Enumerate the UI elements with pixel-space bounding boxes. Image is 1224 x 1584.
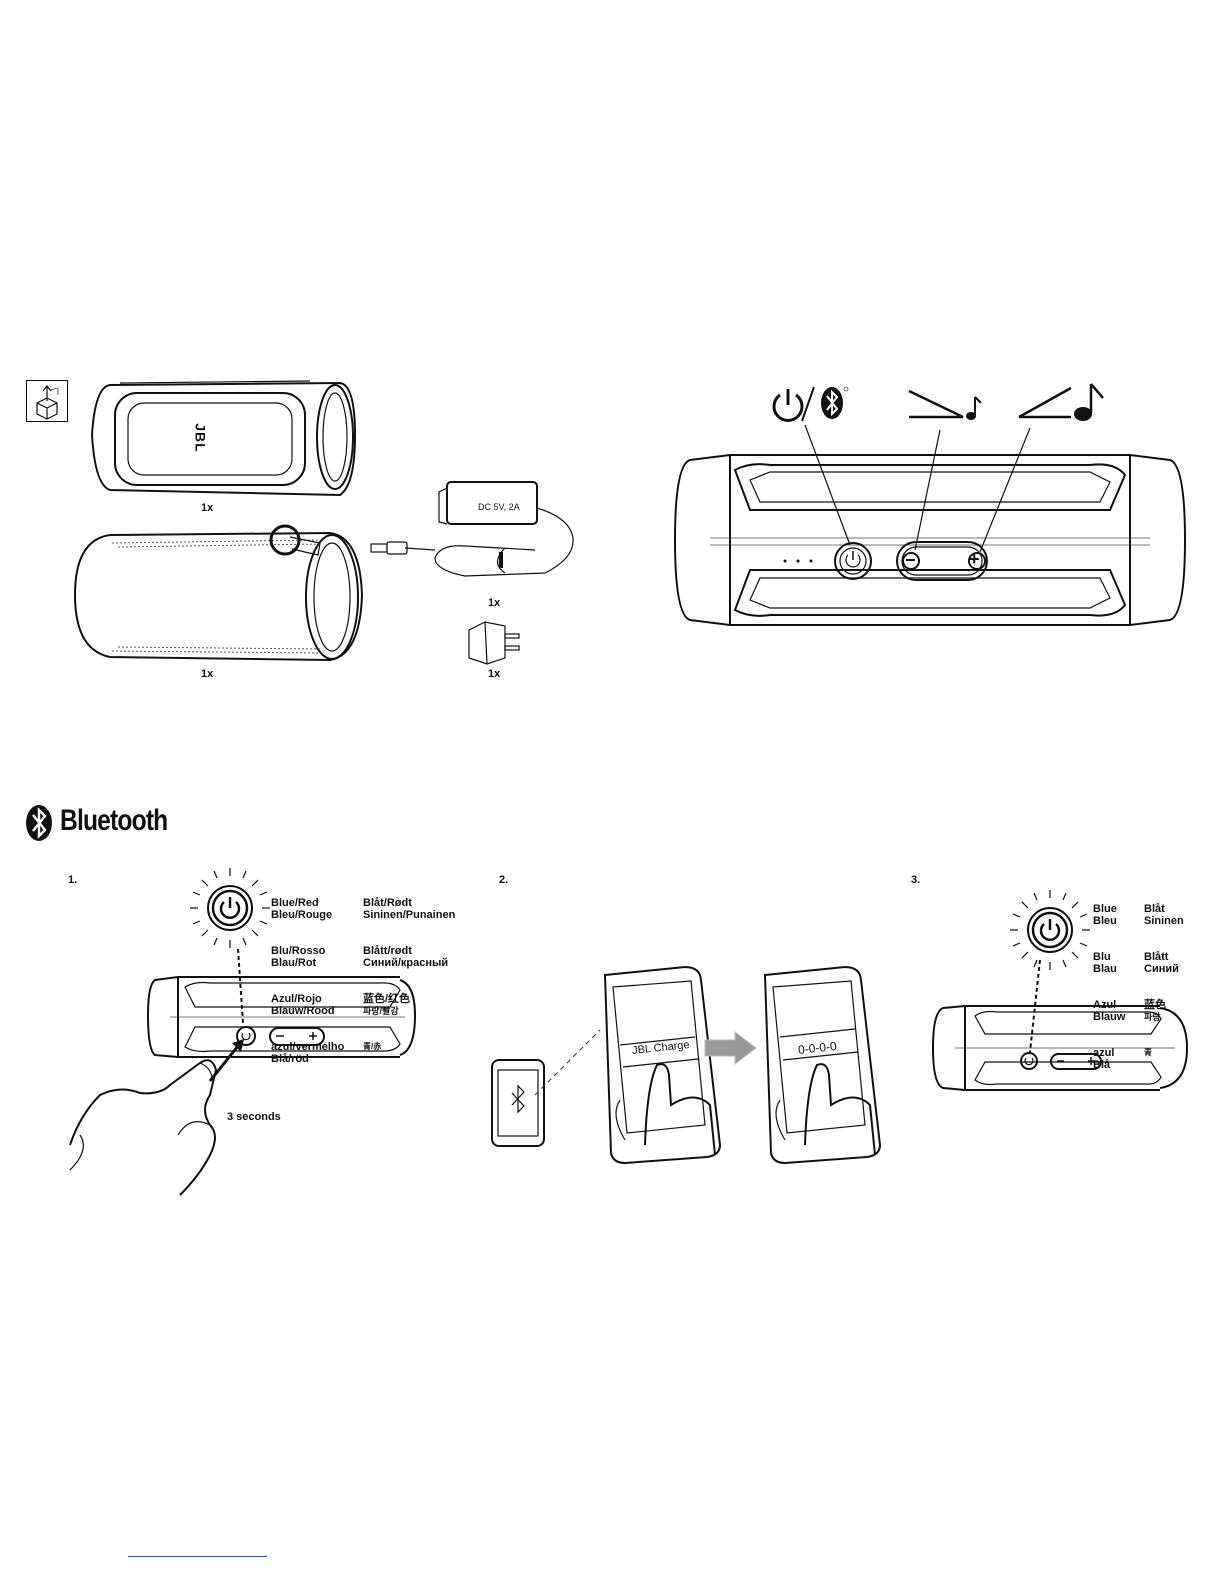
speaker-front-illustration bbox=[673, 424, 1187, 627]
bluetooth-title: Bluetooth bbox=[60, 804, 168, 837]
minus-label: − bbox=[905, 550, 916, 570]
charger-label: DC 5V, 2A bbox=[478, 502, 520, 512]
step1-hold-label: 3 seconds bbox=[227, 1111, 281, 1123]
box-contents-icon bbox=[26, 380, 68, 422]
speaker-qty: 1x bbox=[201, 502, 214, 514]
step2-phone-small bbox=[491, 1059, 545, 1147]
bluetooth-icon bbox=[26, 805, 52, 841]
step2-dashed-link bbox=[534, 1029, 601, 1096]
charger-illustration bbox=[370, 481, 574, 577]
step2-arrow-icon bbox=[704, 1030, 757, 1066]
step3-number: 3. bbox=[911, 874, 921, 886]
speaker-logo: JBL bbox=[192, 423, 209, 453]
volume-down-icon bbox=[908, 389, 982, 420]
speaker-illustration bbox=[90, 380, 357, 497]
step2-phone-select-device bbox=[603, 965, 722, 1165]
plug-qty: 1x bbox=[488, 668, 501, 680]
step1-power-glow-icon bbox=[190, 868, 270, 948]
pouch-illustration bbox=[73, 524, 364, 662]
power-bluetooth-icon bbox=[772, 386, 849, 422]
step2-phone-enter-pin bbox=[763, 965, 882, 1165]
plus-label: + bbox=[969, 549, 980, 569]
volume-up-icon bbox=[1018, 383, 1104, 421]
step2-number: 2. bbox=[499, 874, 509, 886]
footer-divider bbox=[128, 1556, 267, 1557]
pouch-qty: 1x bbox=[201, 668, 214, 680]
plug-adapter-illustration bbox=[468, 621, 520, 665]
step3-power-glow-icon bbox=[1010, 890, 1090, 970]
step1-number: 1. bbox=[68, 874, 78, 886]
step1-speaker-illustration bbox=[69, 948, 417, 1196]
step3-speaker-illustration bbox=[931, 959, 1189, 1092]
charger-qty: 1x bbox=[488, 597, 501, 609]
